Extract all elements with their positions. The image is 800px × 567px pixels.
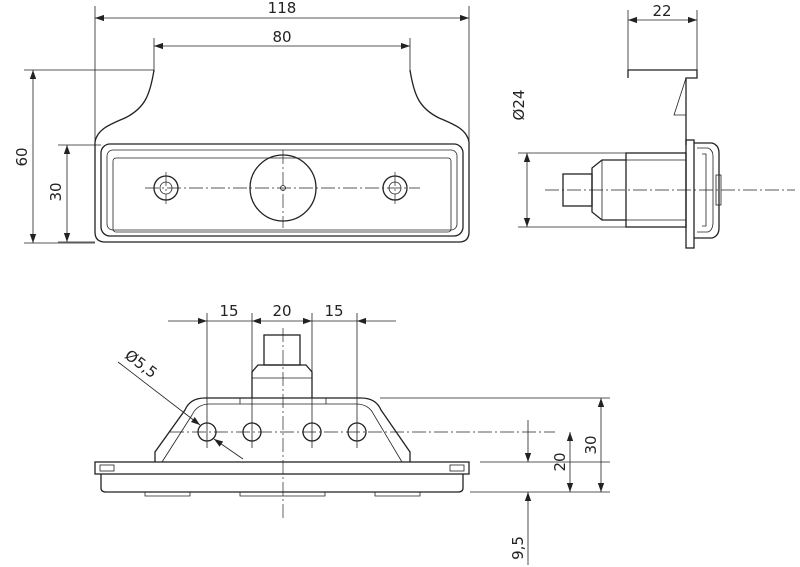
top-view: 15 20 15 Ø5,5 30 20 9,5 bbox=[94, 302, 610, 565]
dim-overall-height: 60 bbox=[13, 147, 31, 166]
dim-diameter-24: Ø24 bbox=[510, 90, 528, 121]
dim-top-width: 80 bbox=[272, 28, 291, 46]
dim-hole-diameter: Ø5,5 bbox=[121, 346, 160, 382]
side-bracket bbox=[627, 69, 698, 145]
front-lens-inner bbox=[106, 149, 458, 231]
dim-height-30: 30 bbox=[582, 435, 600, 454]
front-lens-window bbox=[112, 157, 452, 233]
side-lens-cap bbox=[694, 142, 720, 239]
side-view: 22 Ø24 bbox=[510, 2, 795, 249]
dim-lens-height: 30 bbox=[47, 182, 65, 201]
top-connector-pin bbox=[263, 334, 301, 366]
front-view: 118 80 60 30 bbox=[13, 0, 470, 244]
dim-hole-spacing-right: 15 bbox=[324, 302, 343, 320]
dim-height-20: 20 bbox=[551, 452, 569, 471]
top-lens-bottom bbox=[100, 474, 464, 493]
dim-hole-spacing-left: 15 bbox=[219, 302, 238, 320]
dim-bracket-depth: 22 bbox=[652, 2, 671, 20]
top-connector-body bbox=[251, 364, 313, 398]
front-housing-outline bbox=[94, 69, 470, 243]
dim-overall-width: 118 bbox=[268, 0, 297, 17]
dim-offset-9-5: 9,5 bbox=[509, 536, 527, 560]
side-mounting-plate bbox=[685, 139, 695, 249]
dim-hole-spacing-center: 20 bbox=[272, 302, 291, 320]
top-base-outline bbox=[154, 397, 411, 462]
top-flange-plate bbox=[94, 461, 470, 475]
front-lens-frame bbox=[100, 143, 464, 237]
